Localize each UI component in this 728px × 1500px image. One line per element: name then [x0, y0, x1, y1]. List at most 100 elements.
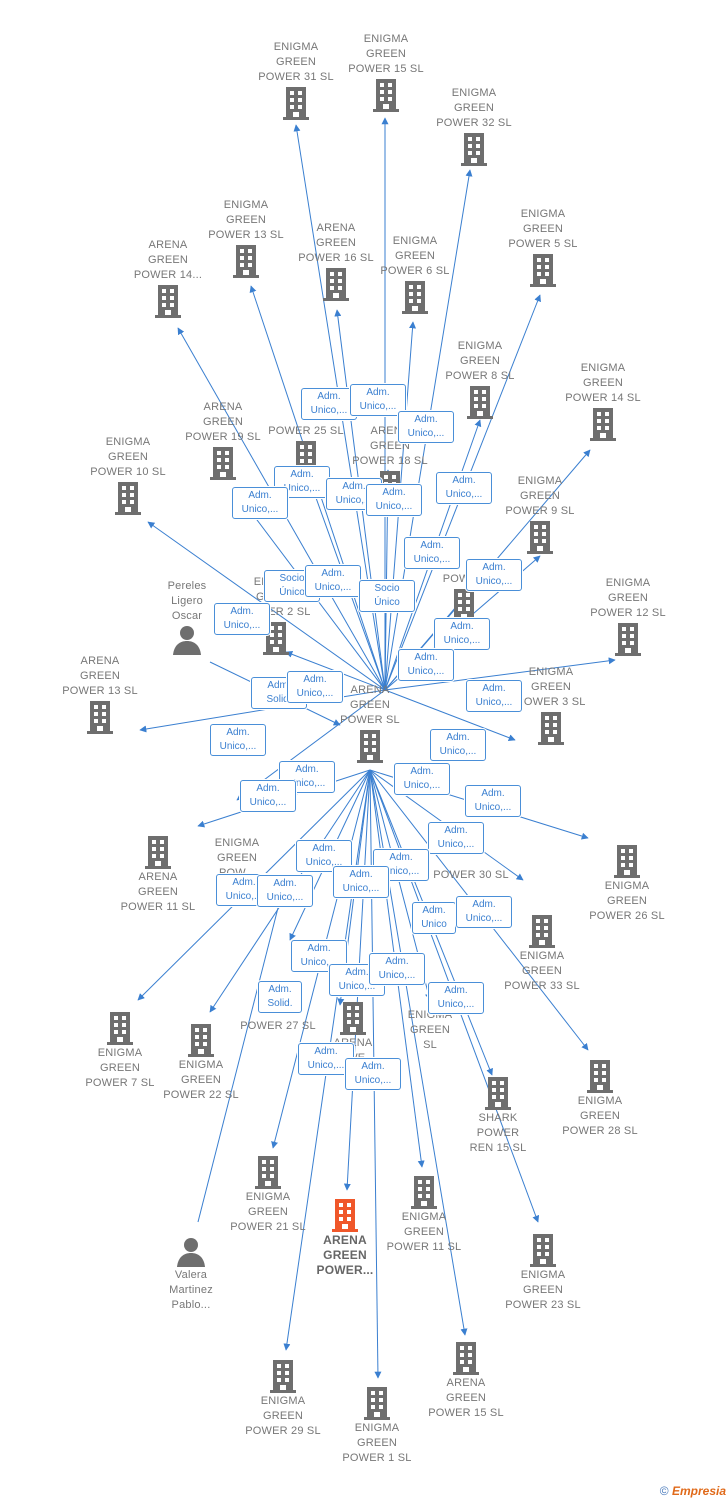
edge-role-label[interactable]: Adm. Unico,... — [240, 780, 296, 812]
node-label: ENIGMA GREEN POWER 26 SL — [589, 880, 665, 922]
edge-role-label[interactable]: Adm. Unico,... — [296, 840, 352, 872]
company-node[interactable]: POWER 27 SL — [218, 1019, 338, 1034]
edge-role-label[interactable]: Adm. Unico,... — [456, 896, 512, 928]
company-node[interactable]: ENIGMA GREEN POWER 21 SL — [208, 1154, 328, 1235]
node-label: ENIGMA GREEN POWER 3 SL — [516, 666, 586, 708]
edge-role-label[interactable]: Adm. Unico,... — [404, 537, 460, 569]
edge-role-label[interactable]: Adm. Unico,... — [436, 472, 492, 504]
company-node[interactable]: ENIGMA GREEN POWER 5 SL — [483, 207, 603, 288]
company-node[interactable]: ENIGMA GREEN POWER 1 SL — [317, 1385, 437, 1466]
node-label: ENIGMA GREEN POWER 23 SL — [505, 1269, 581, 1311]
company-node[interactable]: SHARK POWER REN 15 SL — [438, 1075, 558, 1156]
edge-role-label[interactable]: Adm. Unico,... — [466, 559, 522, 591]
node-label: ARENA GREEN POWER 13 SL — [62, 655, 138, 697]
company-node[interactable]: ENIGMA GREEN POWER 11 SL — [364, 1174, 484, 1255]
edge-role-label[interactable]: Adm. Unico,... — [428, 982, 484, 1014]
company-node[interactable]: ENIGMA GREEN POWER 22 SL — [141, 1022, 261, 1103]
person-node[interactable]: Pereles Ligero Oscar — [127, 579, 247, 656]
edge-role-label[interactable]: Adm. Unico,... — [465, 785, 521, 817]
edge-role-label[interactable]: Adm. Unico,... — [394, 763, 450, 795]
edge-role-label[interactable]: Socio Único — [359, 580, 415, 612]
edge-role-label[interactable]: Adm. Unico,... — [287, 671, 343, 703]
person-node[interactable]: Valera Martinez Pablo... — [131, 1236, 251, 1313]
edge-role-label[interactable]: Adm. Unico,... — [350, 384, 406, 416]
focus-company-node[interactable]: ARENA GREEN POWER... — [285, 1197, 405, 1278]
company-node[interactable]: POWER 30 SL — [411, 868, 531, 883]
edge-role-label[interactable]: Adm. Solid. — [258, 981, 302, 1013]
company-node[interactable]: ENIGMA GREEN POWER 13 SL — [186, 198, 306, 279]
company-node[interactable]: ENIGMA GREEN SL — [370, 1008, 490, 1053]
building-icon — [323, 268, 349, 301]
node-label: ARENA GREEN POWER SL — [340, 684, 400, 726]
company-node[interactable]: ARENA GREEN POWER 19 SL — [163, 400, 283, 481]
edge-role-label[interactable]: Adm. Unico,... — [369, 953, 425, 985]
company-node[interactable]: ENIGMA GREEN POWER 14 SL — [543, 361, 663, 442]
node-label: ENIGMA GREEN POWER 31 SL — [258, 41, 334, 83]
node-label: ENIGMA GREEN POWER 1 SL — [342, 1422, 412, 1464]
node-label: ARENA GREEN POWER 11 SL — [120, 871, 196, 913]
building-icon — [283, 87, 309, 120]
company-node[interactable]: ENIGMA GREEN POWER 23 SL — [483, 1232, 603, 1313]
company-node[interactable]: ENIGMA GREEN POWER 29 SL — [223, 1358, 343, 1439]
building-icon — [411, 1176, 437, 1209]
edge-role-label[interactable]: Adm. Unico,... — [301, 388, 357, 420]
node-label: ENIGMA GREEN POWER 22 SL — [163, 1059, 239, 1101]
copyright-symbol: © — [659, 1484, 669, 1498]
edge-role-label[interactable]: Adm. Unico,... — [398, 649, 454, 681]
company-node[interactable]: ENIGMA GREEN POWER 28 SL — [540, 1058, 660, 1139]
node-label: ENIGMA GREEN POWER 12 SL — [590, 577, 666, 619]
company-node[interactable]: ENIGMA GREEN POWER 7 SL — [60, 1010, 180, 1091]
edge-role-label[interactable]: Adm. Unico,... — [214, 603, 270, 635]
relationship-edge — [384, 657, 616, 691]
company-node[interactable]: ARENA GREEN POWER 15 SL — [406, 1340, 526, 1421]
edge-role-label[interactable]: Adm. Unico,... — [345, 1058, 401, 1090]
company-node[interactable]: POWER 25 SL — [246, 424, 366, 475]
edge-role-label[interactable]: Adm. Unico — [412, 902, 456, 934]
building-icon — [357, 730, 383, 763]
node-label: ENIGMA GREEN POWER 15 SL — [348, 33, 424, 75]
node-label: ARENA GREEN POWER 15 SL — [428, 1377, 504, 1419]
node-label: ENIGMA GREEN POWER 6 SL — [380, 235, 450, 277]
company-node[interactable]: ENIGMA GREEN POWER 26 SL — [567, 843, 687, 924]
edge-role-label[interactable]: Adm. Unico,... — [210, 724, 266, 756]
edge-role-label[interactable]: Adm. Unico,... — [466, 680, 522, 712]
person-icon — [173, 626, 201, 655]
company-node[interactable]: ENIGMA GREEN POWER 8 SL — [420, 339, 540, 420]
company-node[interactable]: ENIGMA GREEN POWER 10 SL — [68, 435, 188, 516]
building-icon — [590, 408, 616, 441]
edge-role-label[interactable]: Adm. Unico,... — [305, 565, 361, 597]
focus-company-node[interactable]: ARENA GREEN POWER SL — [310, 683, 430, 764]
edge-role-label[interactable]: Adm. Unico,... — [366, 484, 422, 516]
company-node[interactable]: ENIGMA GREEN POWER 3 SL — [491, 665, 611, 746]
company-node[interactable]: ENIGMA GREEN POWER 6 SL — [355, 234, 475, 315]
edge-role-label[interactable]: Adm. Unico,... — [232, 487, 288, 519]
company-node[interactable]: ENIGMA GREEN POWER 32 SL — [414, 86, 534, 167]
node-label: ENIGMA GREEN POWER 10 SL — [90, 436, 166, 478]
node-label: ARENA GREEN POWER... — [316, 1233, 374, 1277]
edge-role-label[interactable]: Adm. Unico,... — [398, 411, 454, 443]
node-label: ENIGMA GREEN POWER 11 SL — [386, 1211, 462, 1253]
node-label: ENIGMA GREEN POWER 9 SL — [505, 475, 575, 517]
node-label: ENIGMA GREEN POWER 13 SL — [208, 199, 284, 241]
company-node[interactable]: ENIGMA GREEN POWER 9 SL — [480, 474, 600, 555]
building-icon — [529, 915, 555, 948]
company-node[interactable]: ENIGMA GREEN POWER 12 SL — [568, 576, 688, 657]
company-node[interactable]: ARENA GREEN POWER 14... — [108, 238, 228, 319]
company-node[interactable]: ENIGMA GREEN POWER 31 SL — [236, 40, 356, 121]
edge-role-label[interactable]: Adm. Unico,... — [333, 866, 389, 898]
company-node[interactable]: ARENA GREEN POWER 16 SL — [276, 221, 396, 302]
building-icon — [461, 133, 487, 166]
company-node[interactable]: ENIGMA GREEN POWER 33 SL — [482, 913, 602, 994]
company-node[interactable]: ARENA GREEN POWER 13 SL — [40, 654, 160, 735]
company-node[interactable]: ARENA GREEN POWER 11 SL — [98, 834, 218, 915]
person-icon — [177, 1238, 205, 1267]
edge-role-label[interactable]: Adm. Unico,... — [430, 729, 486, 761]
node-label: Pereles Ligero Oscar — [167, 580, 207, 622]
company-node[interactable]: ENIGMA GREEN POWER 15 SL — [326, 32, 446, 113]
edge-role-label[interactable]: Adm. Unico,... — [257, 875, 313, 907]
edge-role-label[interactable]: Adm. Unico,... — [428, 822, 484, 854]
footer-brand[interactable]: © Empresia — [660, 1484, 726, 1498]
edge-role-label[interactable]: Adm. Unico,... — [434, 618, 490, 650]
building-icon — [530, 1234, 556, 1267]
building-icon — [255, 1156, 281, 1189]
